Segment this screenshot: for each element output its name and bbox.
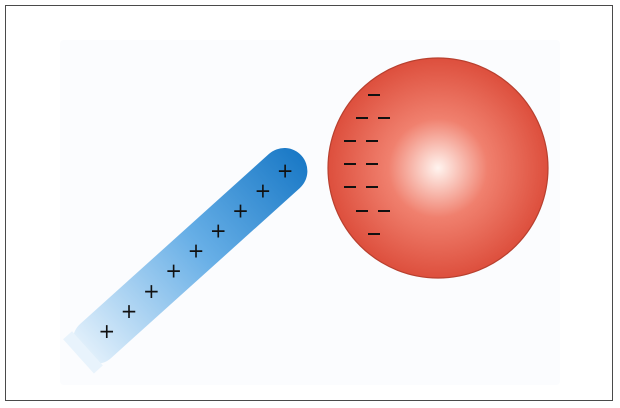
positive-charge-symbol: + [98,319,115,343]
positive-charge-symbol: + [188,239,205,263]
positive-charge-symbol: + [254,178,271,202]
positive-charge-symbol: + [277,158,294,182]
charged-sphere [327,57,549,279]
positive-charge-symbol: + [121,299,138,323]
positive-charge-symbol: + [165,259,182,283]
sphere-charge-group [344,94,390,235]
rod-base-end [63,331,103,374]
positive-charge-symbol: + [232,198,249,222]
positive-charge-symbol: + [143,279,160,303]
rod-charge-group: +++++++++ [98,158,294,343]
rod-body [72,148,308,364]
charged-rod: +++++++++ [63,148,308,374]
positive-charge-symbol: + [210,219,227,243]
